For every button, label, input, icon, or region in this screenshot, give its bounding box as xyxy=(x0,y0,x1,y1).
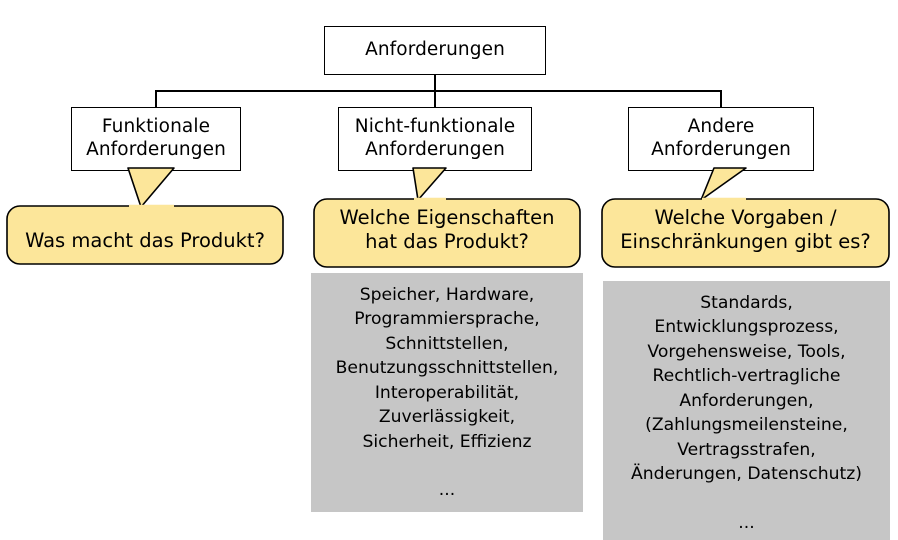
connector-to-andere xyxy=(720,90,722,108)
callout-nicht-funktionale: Welche Eigenschaften hat das Produkt? xyxy=(313,167,581,268)
connector-to-funktionale xyxy=(155,90,157,108)
callout-funktionale: Was macht das Produkt? xyxy=(6,167,284,265)
node-andere-anforderungen: Andere Anforderungen xyxy=(628,107,814,171)
callout-nicht-funktionale-shape xyxy=(313,167,581,268)
node-anforderungen-label: Anforderungen xyxy=(365,39,505,61)
callout-andere: Welche Vorgaben / Einschränkungen gibt e… xyxy=(601,167,890,268)
node-funktionale-anforderungen: Funktionale Anforderungen xyxy=(71,107,241,171)
details-panel-andere: Standards, Entwicklungsprozess, Vorgehen… xyxy=(603,281,890,540)
connector-to-nicht-funktionale xyxy=(434,90,436,108)
connector-root-stem xyxy=(434,74,436,92)
callout-andere-shape xyxy=(601,167,890,268)
callout-funktionale-shape xyxy=(6,167,284,265)
node-anforderungen: Anforderungen xyxy=(324,26,546,75)
node-nicht-funktionale-anforderungen-label: Nicht-funktionale Anforderungen xyxy=(354,116,516,160)
node-funktionale-anforderungen-label: Funktionale Anforderungen xyxy=(86,116,226,160)
node-andere-anforderungen-label: Andere Anforderungen xyxy=(651,116,791,160)
connector-horizontal-bus xyxy=(155,90,721,92)
details-panel-nicht-funktionale: Speicher, Hardware, Programmiersprache, … xyxy=(311,273,583,512)
node-nicht-funktionale-anforderungen: Nicht-funktionale Anforderungen xyxy=(338,107,532,171)
